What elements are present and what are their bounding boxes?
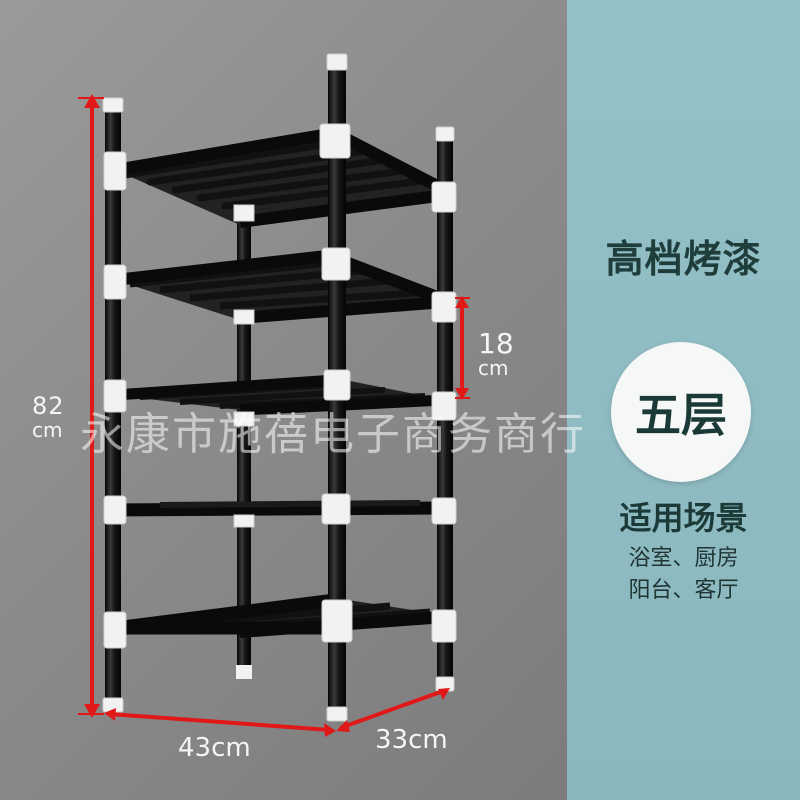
- gap-value: 18: [478, 327, 514, 360]
- tier-badge: 五层: [611, 342, 751, 482]
- foot-cap: [236, 665, 252, 679]
- gap-unit: cm: [478, 356, 509, 380]
- height-value: 82: [32, 392, 65, 420]
- gap-label: 18 cm: [478, 327, 514, 380]
- finish-title: 高档烤漆: [605, 236, 762, 281]
- width-label: 43cm: [178, 733, 251, 763]
- depth-label: 33cm: [375, 725, 448, 755]
- shelf-tier-3: [114, 374, 446, 416]
- shoe-rack-illustration: [78, 53, 470, 737]
- measurement-lines: [78, 94, 470, 737]
- height-unit: cm: [32, 418, 63, 442]
- scenes-heading: 适用场景: [619, 499, 748, 537]
- scenes-line-2: 阳台、客厅: [628, 578, 739, 603]
- shelf-tier-1: [114, 127, 448, 228]
- shelf-tier-5: [114, 593, 446, 638]
- shelf-tier-2: [114, 249, 448, 324]
- scenes-line-1: 浴室、厨房: [628, 546, 739, 571]
- tier-count: 五层: [635, 388, 727, 442]
- height-label: 82 cm: [32, 394, 65, 440]
- shelf-tier-4: [114, 500, 446, 517]
